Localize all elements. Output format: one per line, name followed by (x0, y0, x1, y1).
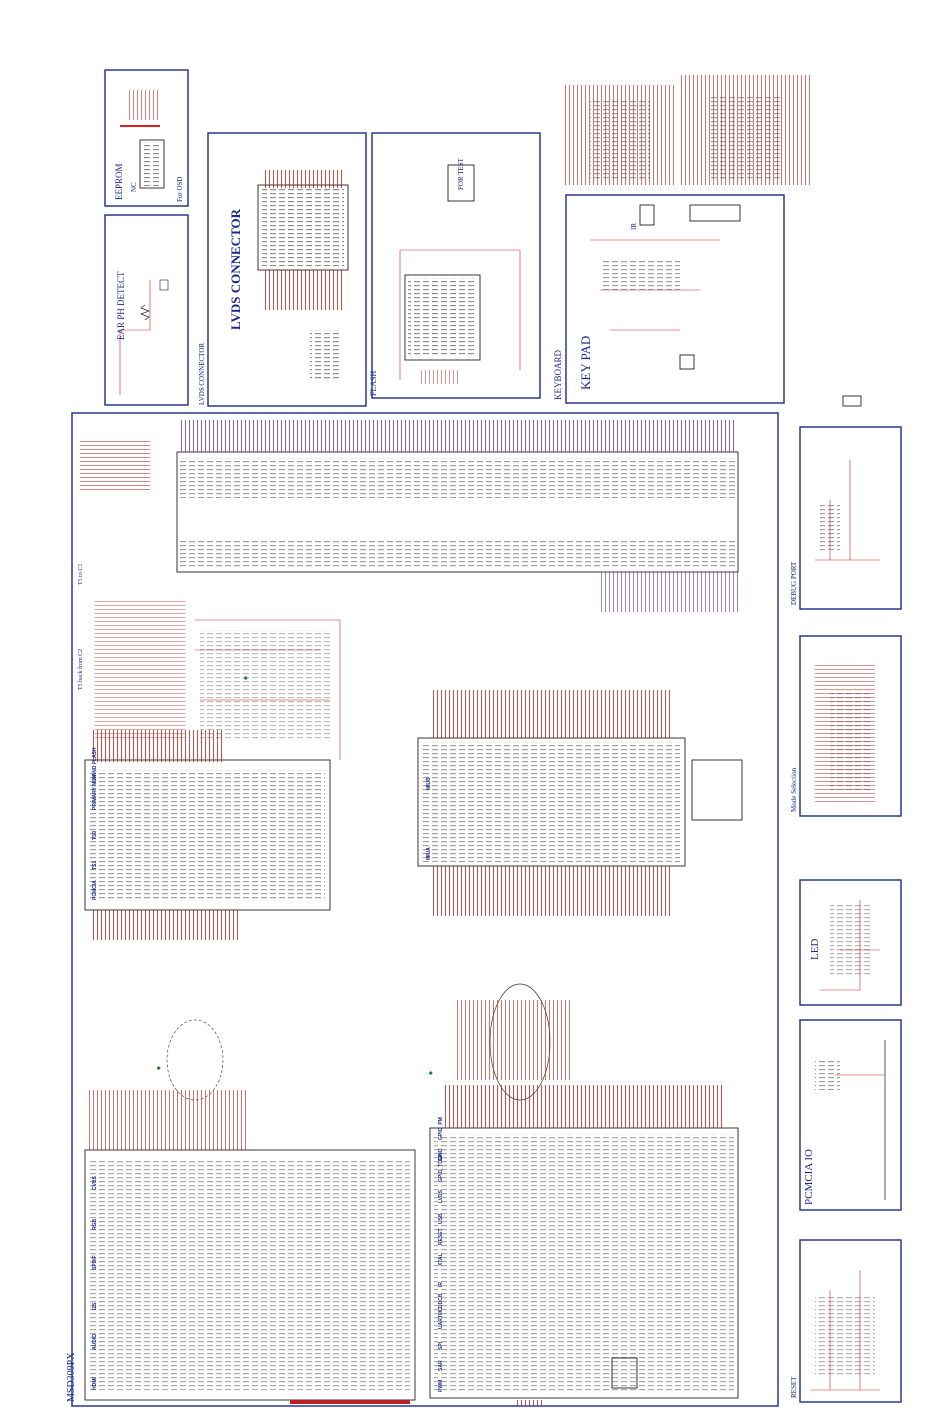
mode-jumper-box (691, 759, 743, 821)
subunit-upper-0: PCMCIA (92, 880, 98, 900)
subunit-lower-12: GPIO_PM (438, 1117, 444, 1140)
main-block: MSD309PX T5 to C1 T5 back from C2 ◆ ◆ ◆ (66, 412, 779, 1407)
subunit-left-4: RGB (92, 1219, 98, 1231)
debug-port-block: DEBUG PORT (790, 426, 902, 610)
keyboard-block: IR KEY PAD KEYBOARD (553, 194, 785, 404)
eeprom-block: EEPROM NC For OSD (104, 69, 189, 207)
subunit-center-1: MIUB (426, 777, 432, 790)
ear-detect-block: EAR PH DETECT (104, 214, 189, 406)
keypad-title: KEY PAD (578, 336, 593, 390)
subunit-lower-7: RESET (438, 1228, 444, 1245)
t5-back-label: T5 back from C2 (77, 649, 84, 690)
pcmcia-io-block: PCMCIA IO (799, 1019, 902, 1211)
subunit-lower-9: LVDS (438, 1189, 444, 1203)
led-title: LED (809, 939, 821, 960)
keyboard-side-label: KEYBOARD (553, 349, 563, 400)
subunit-lower-0: PWM (438, 1380, 444, 1392)
note-green-3: ◆ (156, 1066, 162, 1071)
flash-block: FOR TEST FLASH (369, 132, 541, 399)
debug-header-jumper (842, 395, 862, 407)
subunit-upper-4: NAND FLASH (92, 747, 98, 780)
subunit-lower-5: IR (438, 1282, 444, 1287)
reset-block: RESET (790, 1239, 902, 1403)
subunit-labels: HDMI AUDIO I2S SPDIF RGB CVBS PCMCIA TS1 TS0 PRIM… (92, 747, 444, 1392)
lvds-block: LVDS CONNECTOR LVDS CONNECTOR (198, 132, 367, 407)
subunit-left-0: HDMI (92, 1377, 98, 1390)
subunit-lower-6: XTAL (438, 1253, 444, 1266)
reset-title: RESET (790, 1376, 798, 1398)
subunit-lower-8: USB (438, 1213, 444, 1224)
sheet-title: MSD309PX (66, 1352, 77, 1402)
keyboard-ir-label: IR (630, 223, 638, 230)
flash-test-label: FOR TEST (457, 157, 465, 190)
subunit-lower-2: SPI (438, 1341, 444, 1350)
subunit-lower-10: GPIO_TCON (438, 1152, 444, 1182)
highlight-circle-left (166, 1019, 224, 1101)
eeprom-nc-label: NC (130, 182, 138, 192)
lvds-title: LVDS CONNECTOR (228, 208, 243, 330)
debug-title: DEBUG PORT (790, 561, 798, 605)
subunit-upper-1: TS1 (92, 861, 98, 870)
note-green-1: ◆ (243, 676, 249, 681)
subunit-left-3: SPDIF (92, 1255, 98, 1270)
mode-selection-block: Mode Selection (790, 635, 902, 817)
subunit-lower-11: GPIO (438, 1148, 444, 1161)
subunit-center-0: MIUA (426, 847, 432, 860)
subunit-left-5: CVBS (92, 1175, 98, 1190)
flash-title: FLASH (369, 370, 378, 396)
subunit-lower-3: UART/IIC (438, 1307, 444, 1329)
chip-hdmi-rgb (84, 1149, 416, 1401)
subunit-upper-3: PRIMARY MUX (92, 774, 98, 810)
subunit-lower-4: DDCB (438, 1293, 444, 1308)
ear-title: EAR PH DETECT (116, 271, 126, 340)
subunit-left-1: AUDIO (92, 1334, 98, 1350)
subunit-upper-2: TS0 (92, 831, 98, 840)
pcmcia-title: PCMCIA IO (803, 1149, 815, 1205)
led-block: LED (799, 879, 902, 1006)
eeprom-title: EEPROM (114, 163, 124, 200)
subunit-lower-1: SAR (438, 1360, 444, 1371)
resistor-network (565, 75, 810, 185)
lvds-side-label: LVDS CONNECTOR (198, 343, 206, 405)
subunit-left-2: I2S (92, 1302, 98, 1310)
eeprom-osd-note: For OSD (176, 177, 184, 202)
crystal-box (611, 1357, 638, 1389)
mode-title: Mode Selection (790, 767, 798, 812)
note-green-2: ◆ (428, 1071, 434, 1076)
t5-to-c1-label: T5 to C1 (78, 564, 84, 585)
